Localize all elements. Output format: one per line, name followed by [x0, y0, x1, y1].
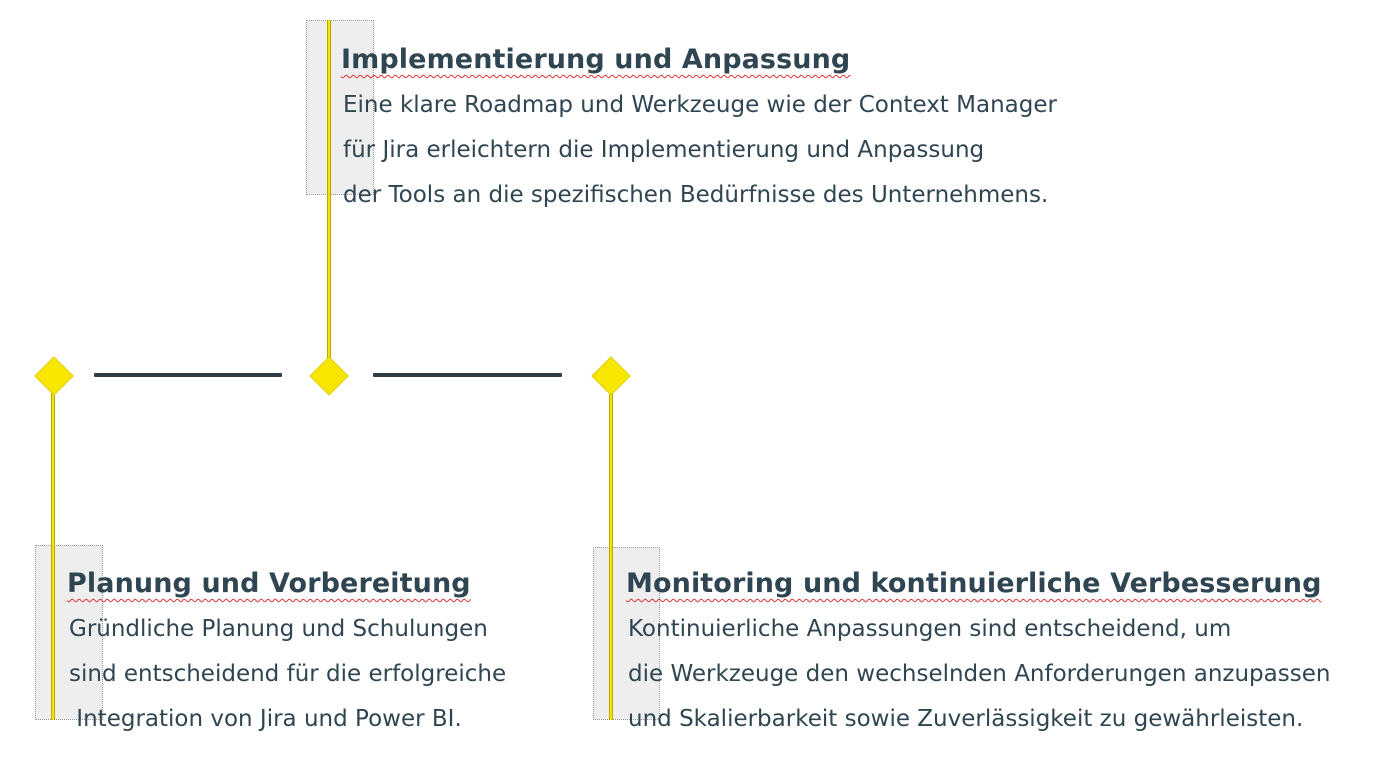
milestone-top-line-2[interactable]: für Jira erleichtern die Implementierung…: [343, 137, 985, 163]
milestone-bottom-right-line-1[interactable]: Kontinuierliche Anpassungen sind entsche…: [628, 616, 1232, 642]
top-vertical-connector[interactable]: [327, 20, 331, 364]
milestone-bottom-right-line-3[interactable]: und Skalierbarkeit sowie Zuverlässigkeit…: [628, 706, 1304, 732]
milestone-bottom-right: Monitoring und kontinuierliche Verbesser…: [626, 568, 1330, 742]
milestone-bottom-left-line-3[interactable]: Integration von Jira und Power BI.: [69, 706, 462, 732]
bottom-right-selection-box[interactable]: [593, 547, 660, 720]
milestone-bottom-left-line-2[interactable]: sind entscheidend für die erfolgreiche: [69, 661, 507, 687]
milestone-diamond-left[interactable]: [35, 357, 73, 395]
right-horizontal-connector[interactable]: [373, 373, 562, 377]
milestone-bottom-left-title[interactable]: Planung und Vorbereitung: [67, 568, 471, 599]
left-horizontal-connector[interactable]: [94, 373, 282, 377]
milestone-bottom-left-line-1[interactable]: Gründliche Planung und Schulungen: [69, 616, 488, 642]
top-selection-box[interactable]: [306, 20, 374, 195]
bottom-left-vertical-connector[interactable]: [51, 390, 55, 720]
bottom-left-selection-box[interactable]: [35, 545, 103, 720]
milestone-top-line-3[interactable]: der Tools an die spezifischen Bedürfniss…: [343, 182, 1049, 208]
milestone-diamond-right[interactable]: [592, 357, 630, 395]
milestone-top-line-1[interactable]: Eine klare Roadmap und Werkzeuge wie der…: [343, 92, 1057, 118]
milestone-top-title[interactable]: Implementierung und Anpassung: [341, 44, 851, 75]
milestone-diamond-center[interactable]: [310, 357, 348, 395]
milestone-bottom-right-line-2[interactable]: die Werkzeuge den wechselnden Anforderun…: [628, 661, 1331, 687]
bottom-right-vertical-connector[interactable]: [609, 390, 613, 720]
milestone-bottom-left: Planung und Vorbereitung Gründliche Plan…: [67, 568, 506, 742]
milestone-bottom-right-title[interactable]: Monitoring und kontinuierliche Verbesser…: [626, 568, 1322, 599]
milestone-top: Implementierung und Anpassung Eine klare…: [341, 44, 1057, 218]
